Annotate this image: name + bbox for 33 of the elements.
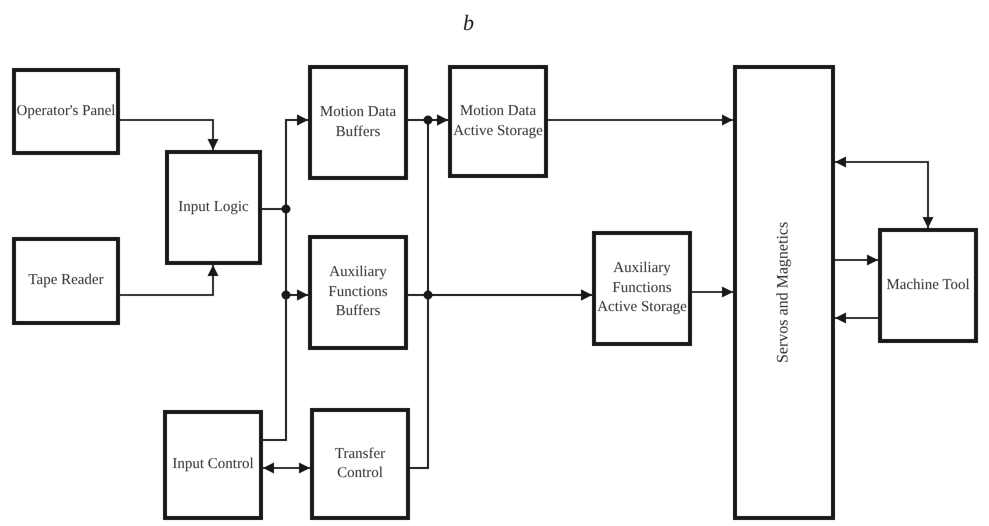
block-label: Operator's Panel — [16, 102, 116, 121]
arrow — [835, 254, 878, 266]
block-box — [310, 408, 410, 520]
arrow — [263, 462, 310, 474]
arrow — [548, 114, 733, 126]
arrow — [120, 119, 218, 150]
block-box — [592, 231, 692, 346]
block-label: Auxiliary Functions Buffers — [327, 263, 389, 322]
block-box — [878, 228, 978, 343]
block-label: Motion Data Active Storage — [452, 102, 544, 140]
block-label: Servos and Magnetics — [774, 222, 793, 364]
block-label: Motion Data Buffers — [318, 103, 398, 142]
arrow — [410, 290, 592, 469]
arrow — [692, 286, 733, 298]
block-box — [733, 65, 835, 520]
block-box — [448, 65, 548, 178]
block-box — [308, 235, 408, 350]
block-box — [163, 410, 263, 520]
block-label: Auxiliary Functions Active Storage — [596, 259, 688, 318]
block-label: Transfer Control — [334, 444, 386, 483]
block-label: Input Control — [172, 455, 254, 474]
arrow — [120, 265, 218, 296]
block-label: Input Logic — [178, 198, 249, 217]
block-box — [165, 150, 262, 265]
arrow — [263, 290, 308, 441]
arrow — [835, 312, 878, 324]
block-label: Machine Tool — [886, 276, 970, 295]
block-box — [12, 68, 120, 155]
block-label: Tape Reader — [28, 271, 104, 290]
arrow — [835, 156, 934, 228]
block-box — [308, 65, 408, 180]
figure-label: b — [463, 10, 474, 36]
block-box — [12, 237, 120, 325]
